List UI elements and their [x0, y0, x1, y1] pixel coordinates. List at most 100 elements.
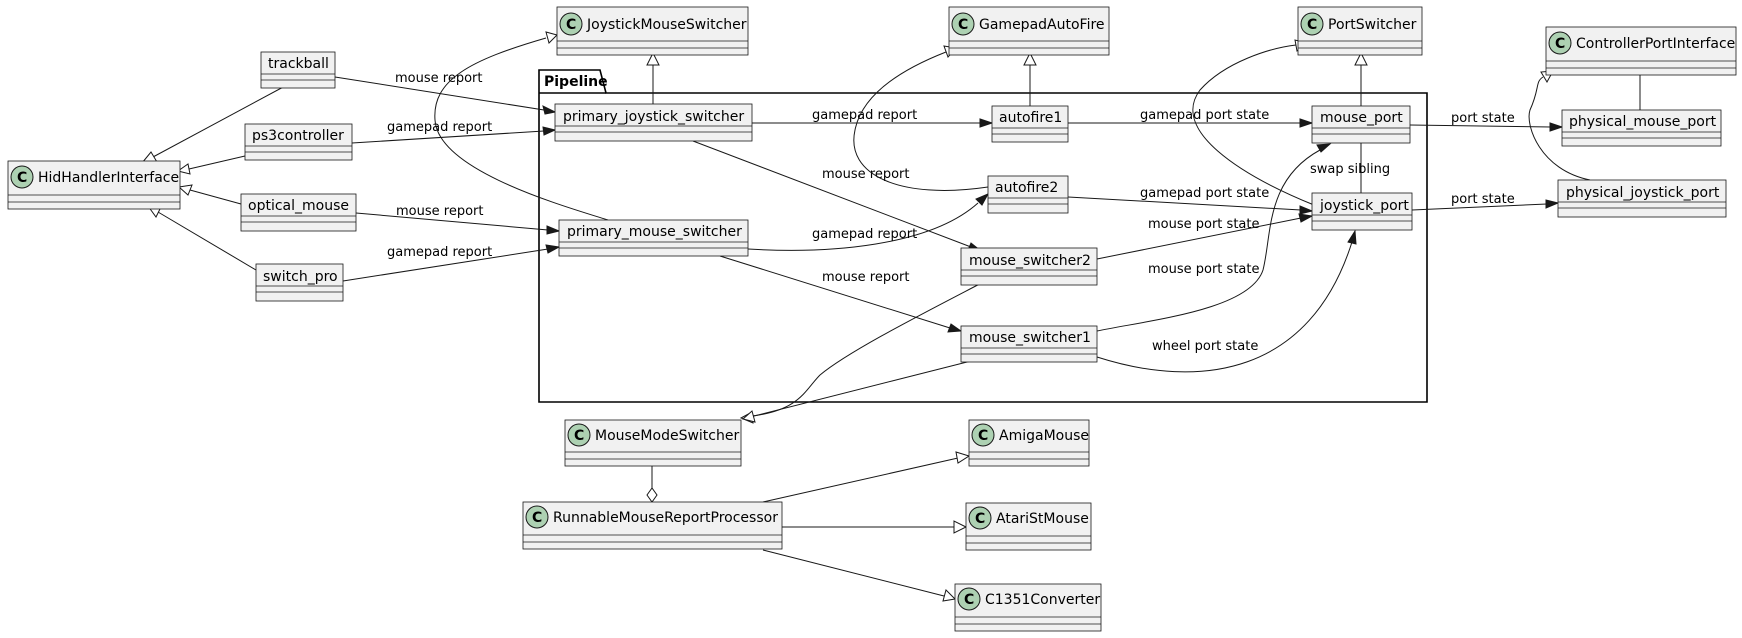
stereotype-letter: C: [975, 511, 985, 527]
mouse-switcher2-to-joystick-port-edge: mouse port state: [1096, 213, 1314, 260]
object-ps3controller[interactable]: ps3controller: [244, 123, 353, 161]
autofire2-to-joystick-port-edge: gamepad port state: [1067, 186, 1314, 215]
primary-mouse-switcher-generalization-edge: [434, 31, 609, 221]
object-name: switch_pro: [263, 269, 338, 285]
stereotype-letter: C: [958, 17, 968, 33]
object-trackball[interactable]: trackball: [260, 51, 336, 89]
class-name: AmigaMouse: [999, 428, 1089, 444]
class-gamepad-auto-fire[interactable]: C GamepadAutoFire: [948, 6, 1110, 56]
class-stereotype-icon: [567, 423, 591, 447]
object-name: autofire2: [995, 180, 1058, 196]
optical-mouse-to-primary-mouse-switcher-edge: mouse report: [355, 204, 561, 235]
swap-sibling-edge: swap sibling: [1310, 143, 1390, 193]
class-stereotype-icon: [1548, 31, 1572, 55]
mouse-switcher1-generalization-edge: [741, 360, 972, 423]
mouse-switcher1-to-mouse-port-edge: mouse port state: [1096, 143, 1332, 332]
edge-label: wheel port state: [1152, 339, 1258, 354]
edges: mouse report gamepad report mouse report…: [140, 31, 1647, 602]
edge-label: mouse report: [395, 71, 482, 86]
class-stereotype-icon: [525, 505, 549, 529]
class-name: HidHandlerInterface: [38, 170, 179, 186]
edge-label: gamepad port state: [1140, 108, 1269, 123]
mouse-port-generalization-edge: [1354, 51, 1368, 106]
object-physical-joystick-port[interactable]: physical_joystick_port: [1557, 179, 1727, 218]
edge-label: gamepad report: [387, 245, 492, 260]
class-joystick-mouse-switcher[interactable]: C JoystickMouseSwitcher: [556, 6, 749, 56]
class-atari-st-mouse[interactable]: C AtariStMouse: [965, 502, 1092, 551]
class-stereotype-icon: [951, 12, 975, 36]
class-hid-handler-interface[interactable]: C HidHandlerInterface: [7, 160, 181, 210]
edge-label: port state: [1451, 192, 1515, 207]
atari-st-mouse-generalization-edge: [782, 520, 968, 534]
edge-label: mouse port state: [1148, 262, 1259, 277]
edge-label: mouse report: [396, 204, 483, 219]
class-name: C1351Converter: [985, 592, 1100, 608]
joystick-port-to-physical-joystick-port-edge: port state: [1411, 192, 1560, 211]
class-c1351-converter[interactable]: C C1351Converter: [954, 583, 1102, 632]
object-optical-mouse[interactable]: optical_mouse: [240, 193, 357, 232]
object-name: primary_mouse_switcher: [567, 224, 742, 240]
stereotype-letter: C: [17, 170, 27, 186]
object-mouse-switcher2[interactable]: mouse_switcher2: [960, 247, 1098, 286]
class-name: RunnableMouseReportProcessor: [553, 510, 778, 526]
object-primary-mouse-switcher[interactable]: primary_mouse_switcher: [558, 219, 749, 257]
object-switch-pro[interactable]: switch_pro: [255, 263, 344, 302]
class-stereotype-icon: [968, 506, 992, 530]
package-title: Pipeline: [544, 74, 608, 90]
stereotype-letter: C: [566, 17, 576, 33]
class-stereotype-icon: [10, 165, 34, 189]
class-amiga-mouse[interactable]: C AmigaMouse: [968, 419, 1090, 467]
class-stereotype-icon: [971, 423, 995, 447]
edge-label: gamepad report: [812, 227, 917, 242]
class-name: ControllerPortInterface: [1576, 36, 1735, 52]
object-primary-joystick-switcher[interactable]: primary_joystick_switcher: [554, 103, 753, 142]
edge-label: gamepad report: [812, 108, 917, 123]
object-name: physical_mouse_port: [1569, 114, 1717, 130]
autofire1-generalization-edge: [1023, 51, 1037, 111]
primary-joystick-switcher-generalization-edge: [646, 51, 660, 106]
amiga-mouse-generalization-edge: [762, 451, 971, 503]
class-name: PortSwitcher: [1328, 17, 1417, 33]
mouse-switcher1-to-joystick-port-edge: wheel port state: [1096, 229, 1357, 373]
object-mouse-switcher1[interactable]: mouse_switcher1: [960, 325, 1098, 363]
edge-label: port state: [1451, 111, 1515, 126]
stereotype-letter: C: [964, 592, 974, 608]
stereotype-letter: C: [1555, 36, 1565, 52]
class-stereotype-icon: [957, 587, 981, 611]
switch-pro-to-primary-mouse-switcher-edge: gamepad report: [342, 244, 561, 282]
class-name: AtariStMouse: [996, 511, 1089, 527]
class-runnable-mouse-report-processor[interactable]: C RunnableMouseReportProcessor: [522, 501, 783, 550]
object-name: physical_joystick_port: [1566, 185, 1720, 201]
ps3controller-generalization-edge: [176, 155, 246, 175]
mouse-port-to-physical-mouse-port-edge: port state: [1409, 111, 1564, 132]
primary-joystick-switcher-to-autofire1-edge: gamepad report: [752, 108, 994, 128]
object-physical-mouse-port[interactable]: physical_mouse_port: [1561, 109, 1722, 147]
edge-label: mouse port state: [1148, 217, 1259, 232]
edge-label: gamepad port state: [1140, 186, 1269, 201]
object-name: ps3controller: [252, 128, 344, 144]
class-mouse-mode-switcher[interactable]: C MouseModeSwitcher: [564, 419, 742, 467]
object-autofire2[interactable]: autofire2: [987, 175, 1069, 214]
switch-pro-generalization-edge: [146, 205, 257, 271]
object-mouse-port[interactable]: mouse_port: [1311, 105, 1411, 144]
class-name: GamepadAutoFire: [979, 17, 1105, 33]
c1351-converter-generalization-edge: [762, 549, 957, 602]
class-port-switcher[interactable]: C PortSwitcher: [1297, 6, 1423, 56]
object-joystick-port[interactable]: joystick_port: [1311, 192, 1413, 231]
object-name: mouse_switcher2: [969, 253, 1091, 269]
edge-label: mouse report: [822, 167, 909, 182]
mouse-switcher2-generalization-edge: [739, 276, 994, 424]
pipeline-package: Pipeline: [538, 69, 1428, 403]
edge-label: mouse report: [822, 270, 909, 285]
class-controller-port-interface[interactable]: C ControllerPortInterface: [1545, 26, 1737, 76]
edge-label: swap sibling: [1310, 162, 1390, 177]
object-name: mouse_switcher1: [969, 330, 1091, 346]
class-name: MouseModeSwitcher: [595, 428, 739, 444]
stereotype-letter: C: [574, 428, 584, 444]
class-stereotype-icon: [559, 12, 583, 36]
object-autofire1[interactable]: autofire1: [991, 105, 1069, 143]
primary-mouse-switcher-to-autofire2-edge: gamepad report: [747, 192, 990, 251]
object-name: trackball: [268, 56, 329, 72]
class-name: JoystickMouseSwitcher: [586, 17, 747, 33]
